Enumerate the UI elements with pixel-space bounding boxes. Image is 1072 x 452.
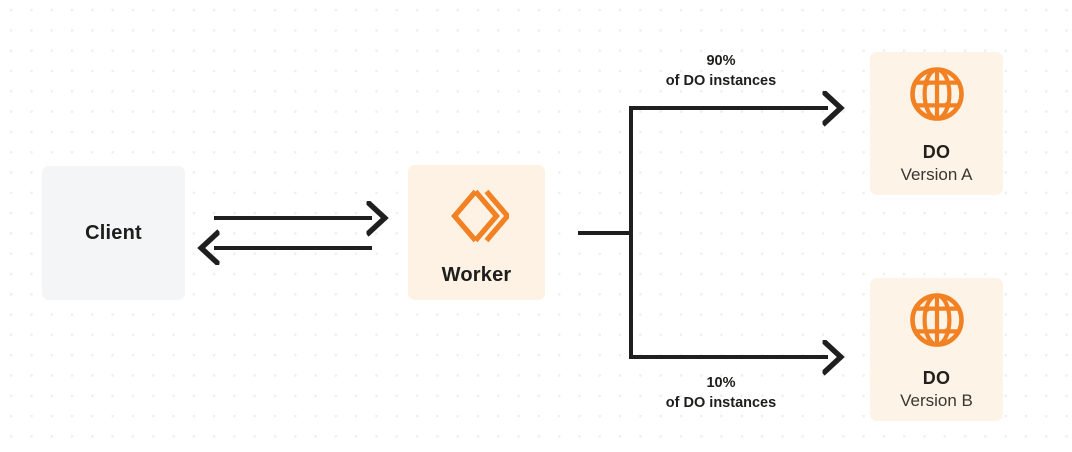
node-do-version-b: DO Version B <box>870 278 1003 421</box>
node-do-version-a: DO Version A <box>870 52 1003 195</box>
do-version-a-title: DO <box>922 141 951 162</box>
node-client: Client <box>42 166 185 300</box>
do-version-a-subtitle: Version A <box>900 165 973 185</box>
edge-label-do-a: 90% of DO instances <box>604 52 838 91</box>
node-worker: Worker <box>408 165 545 300</box>
edge-label-do-a-percent: 90% <box>706 53 736 69</box>
edge-label-do-b: 10% of DO instances <box>604 374 838 413</box>
cloudflare-workers-icon <box>445 185 511 252</box>
edge-label-do-b-percent: 10% <box>706 375 736 391</box>
do-version-b-title: DO <box>922 367 951 388</box>
globe-icon <box>908 65 966 128</box>
edge-label-do-a-description: of DO instances <box>665 72 777 89</box>
globe-icon <box>908 291 966 354</box>
worker-label: Worker <box>441 263 512 286</box>
edge-label-do-b-description: of DO instances <box>665 394 777 411</box>
do-version-b-subtitle: Version B <box>900 391 973 411</box>
client-label: Client <box>85 221 142 244</box>
